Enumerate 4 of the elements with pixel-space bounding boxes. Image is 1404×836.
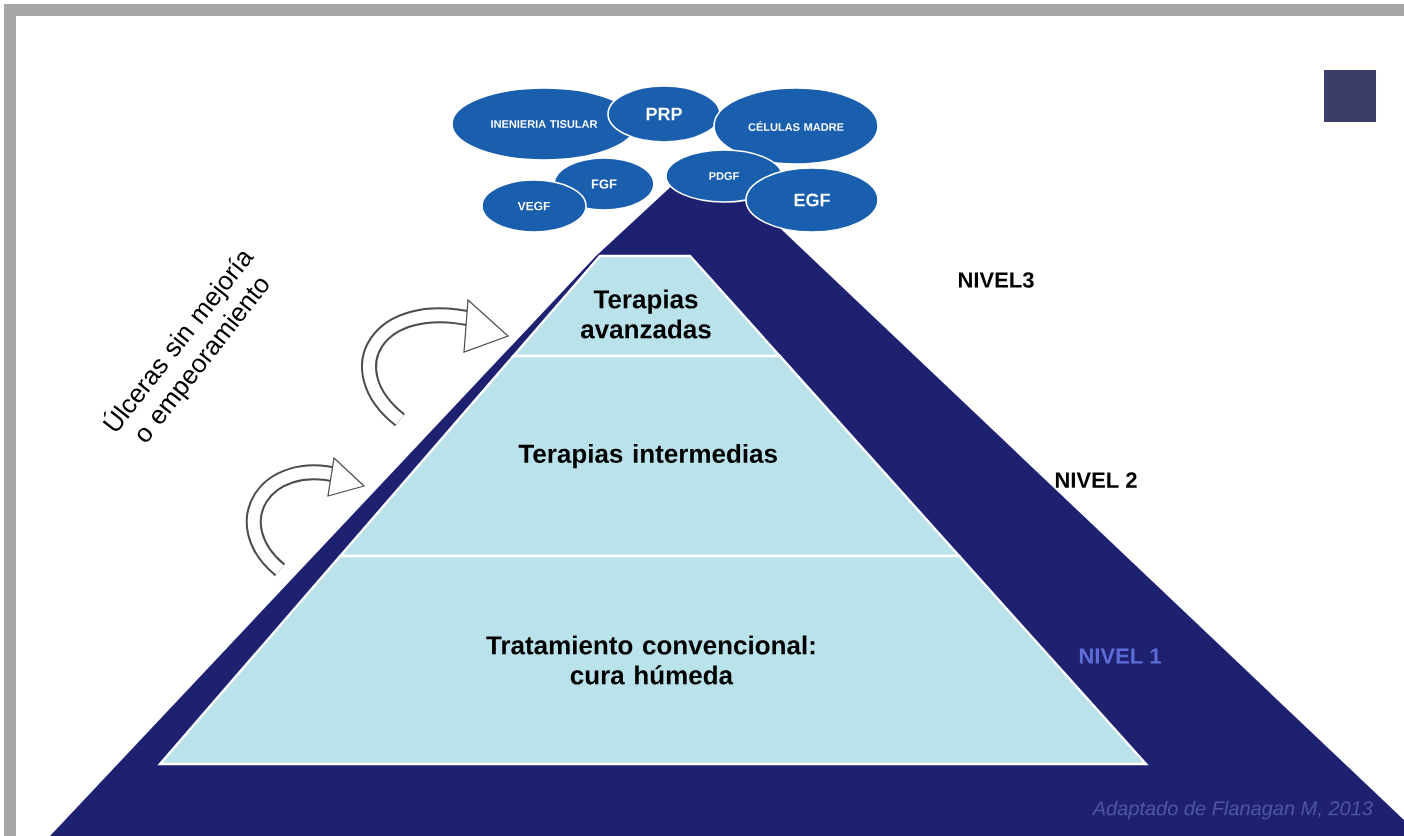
ellipse-node: PRP [607, 85, 721, 143]
level-label: NIVEL3 [958, 272, 1034, 288]
level-label: NIVEL 2 [1055, 472, 1137, 488]
ellipse-node: EGF [745, 167, 879, 233]
